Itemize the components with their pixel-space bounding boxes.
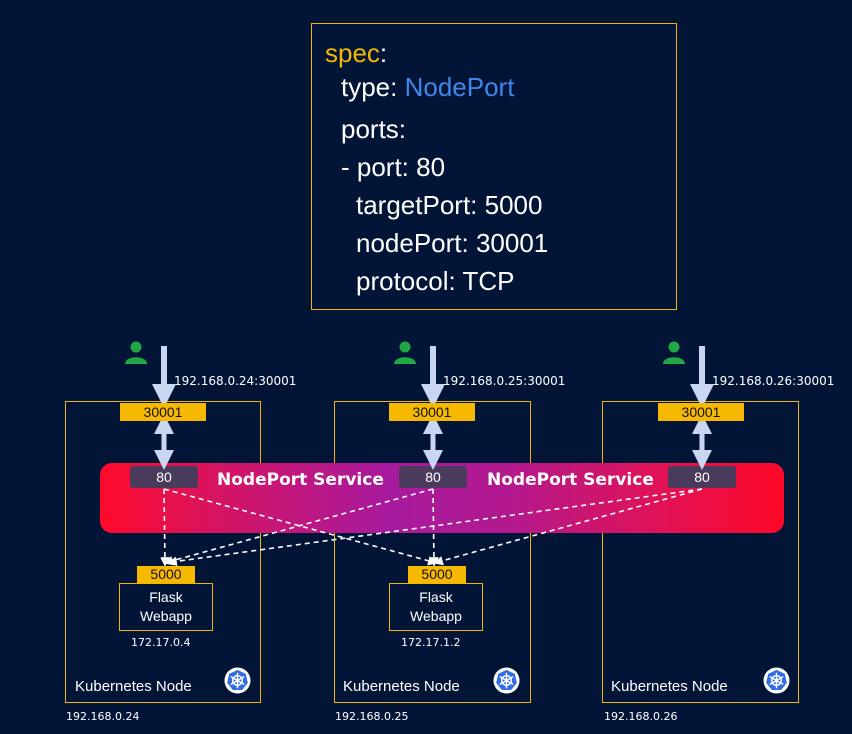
kubernetes-wheel-icon (224, 667, 251, 694)
node-label-3: Kubernetes Node (611, 678, 728, 695)
node-label-2: Kubernetes Node (343, 678, 460, 695)
dash-3-2 (433, 488, 703, 566)
node-url-1: 192.168.0.24:30001 (174, 374, 297, 388)
user-icon (125, 341, 147, 364)
service-port-1: 80 (130, 466, 198, 488)
spec-yaml-box: spec: type: NodePort ports: - port: 80 t… (311, 23, 677, 310)
spec-line-type: type: NodePort (341, 72, 515, 102)
spec-line-protocol: protocol: TCP (356, 266, 515, 296)
node-port-3: 30001 (658, 403, 744, 421)
node-ip-3: 192.168.0.26 (604, 710, 678, 723)
pod-port-1: 5000 (137, 566, 195, 583)
dash-3-1 (167, 488, 703, 567)
spec-line-nodeport: nodePort: 30001 (356, 228, 549, 258)
service-label-right: NodePort Service (487, 470, 654, 490)
spec-line-ports: ports: (341, 114, 407, 144)
user-icon (663, 341, 685, 364)
pod-port-2: 5000 (408, 566, 466, 583)
user-icon (394, 341, 416, 364)
pod-ip-1: 172.17.0.4 (131, 636, 191, 649)
node-port-1: 30001 (120, 403, 206, 421)
pod-ip-2: 172.17.1.2 (401, 636, 461, 649)
spec-line-1: spec: (325, 38, 388, 68)
node-url-3: 192.168.0.26:30001 (712, 374, 835, 388)
spec-line-port: - port: 80 (341, 152, 446, 182)
node-label-1: Kubernetes Node (75, 678, 192, 695)
spec-line-targetport: targetPort: 5000 (356, 190, 543, 220)
service-port-2: 80 (399, 466, 467, 488)
service-port-3: 80 (668, 466, 736, 488)
node-port-2: 30001 (389, 403, 475, 421)
flask-webapp-pod-1: Flask Webapp (119, 583, 213, 631)
kubernetes-wheel-icon (763, 667, 790, 694)
node-ip-2: 192.168.0.25 (335, 710, 409, 723)
node-url-2: 192.168.0.25:30001 (443, 374, 566, 388)
node-ip-1: 192.168.0.24 (66, 710, 140, 723)
kubernetes-wheel-icon (493, 667, 520, 694)
flask-webapp-pod-2: Flask Webapp (389, 583, 483, 631)
dash-1-1 (160, 488, 170, 567)
dash-2-1 (163, 488, 434, 566)
service-label-left: NodePort Service (217, 470, 384, 490)
